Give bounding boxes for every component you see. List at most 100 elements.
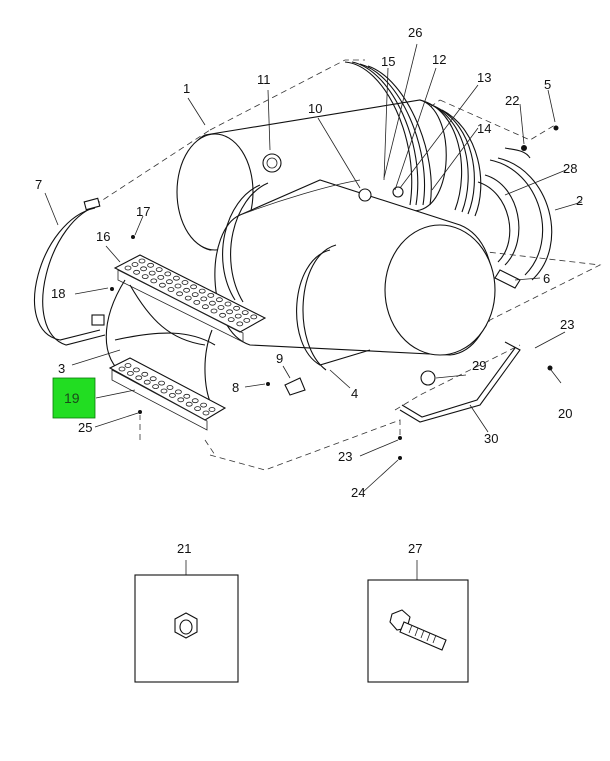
step-perforation: [141, 371, 149, 377]
step-perforation: [191, 398, 199, 404]
step-perforation: [224, 301, 232, 307]
fastener-18: [110, 287, 114, 291]
callout-16: 16: [96, 229, 110, 244]
step-perforation: [124, 363, 132, 368]
step-perforation: [191, 292, 199, 298]
callout-24: 24: [351, 485, 365, 500]
fastener-23: [398, 436, 402, 440]
callout-1: 1: [183, 81, 190, 96]
callout-8: 8: [232, 380, 239, 395]
step-perforation: [190, 284, 198, 290]
callout-4: 4: [351, 386, 358, 401]
step-perforation: [208, 407, 216, 412]
highlight-box: [52, 377, 96, 419]
fastener-24: [398, 456, 402, 460]
step-perforation: [215, 297, 223, 303]
callout-25: 25: [78, 420, 92, 435]
callout-14: 14: [477, 121, 491, 136]
step-perforation: [200, 296, 208, 302]
callout-10: 10: [308, 101, 322, 116]
callout-9: 9: [276, 351, 283, 366]
step-lower: [108, 357, 227, 431]
step-perforation: [184, 295, 192, 301]
step-perforation: [243, 317, 251, 323]
small-parts: [110, 125, 559, 460]
step-perforation: [152, 384, 160, 390]
highlighted-callout-19[interactable]: 19: [52, 377, 96, 419]
fastener-25: [138, 410, 142, 414]
step-perforation: [183, 393, 191, 399]
step-perforation: [148, 270, 156, 276]
bracket-6: [494, 269, 521, 289]
step-perforation: [219, 312, 227, 318]
hex-nut-icon: [174, 612, 198, 639]
callout-15: 15: [381, 54, 395, 69]
step-perforation: [126, 370, 134, 376]
step-perforation: [133, 269, 141, 275]
callout-5: 5: [544, 77, 551, 92]
step-perforation: [141, 274, 149, 280]
step-perforation: [166, 385, 174, 390]
fill-cap-11: [262, 153, 282, 173]
step-perforation: [147, 262, 155, 268]
step-perforation: [227, 317, 235, 323]
step-perforation: [234, 313, 242, 319]
step-perforation: [118, 366, 126, 372]
step-upper: [113, 254, 267, 343]
drain-plug-29: [420, 370, 436, 386]
step-perforation: [143, 379, 151, 385]
step-perforation: [158, 282, 166, 288]
fitting-10: [358, 188, 372, 202]
step-perforation: [201, 304, 209, 310]
tank-straps: [222, 147, 553, 371]
step-perforation: [168, 392, 176, 398]
step-perforation: [160, 388, 168, 394]
fitting-13: [392, 186, 404, 198]
callout-2: 2: [576, 193, 583, 208]
step-perforation: [165, 279, 173, 285]
step-perforation: [226, 309, 234, 315]
step-perforation: [132, 367, 140, 373]
step-perforation: [181, 280, 189, 285]
step-perforation: [164, 271, 172, 277]
step-perforation: [155, 267, 163, 273]
step-perforation: [241, 310, 249, 316]
bolt-5: [553, 125, 559, 131]
step-perforation: [135, 375, 143, 381]
callout-26: 26: [408, 25, 422, 40]
callout-20: 20: [558, 406, 572, 421]
step-perforation: [185, 401, 193, 407]
step-perforation: [157, 274, 165, 280]
leader-lines: [44, 43, 583, 580]
callout-30: 30: [484, 431, 498, 446]
step-perforation: [177, 397, 185, 403]
callout-18: 18: [51, 286, 65, 301]
step-perforation: [150, 278, 158, 284]
callout-19: 19: [64, 390, 80, 406]
callout-22: 22: [505, 93, 519, 108]
step-perforation: [207, 292, 215, 298]
hex-bolt-icon: [389, 609, 447, 651]
washer-22: [521, 145, 527, 151]
step-perforation: [200, 402, 208, 408]
detail-box-27: [367, 579, 469, 683]
step-perforation: [236, 321, 244, 327]
callout-numbers: 1 2 3 4 5 6 7 8 9 10 11 12 13 14 15 16 1…: [35, 25, 583, 556]
step-perforation: [138, 258, 146, 264]
callout-23-right: 23: [560, 317, 574, 332]
step-perforation: [233, 305, 241, 311]
step-perforation: [250, 314, 258, 320]
fastener-8: [266, 382, 270, 386]
callout-3: 3: [58, 361, 65, 376]
callout-12: 12: [432, 52, 446, 67]
step-perforation: [217, 305, 225, 310]
callout-21: 21: [177, 541, 191, 556]
step-perforation: [202, 410, 210, 416]
step-perforation: [208, 300, 216, 306]
step-perforation: [198, 288, 206, 294]
callout-27: 27: [408, 541, 422, 556]
step-perforation: [131, 262, 139, 267]
step-perforation: [140, 266, 148, 272]
callout-7: 7: [35, 177, 42, 192]
step-perforation: [172, 275, 180, 281]
